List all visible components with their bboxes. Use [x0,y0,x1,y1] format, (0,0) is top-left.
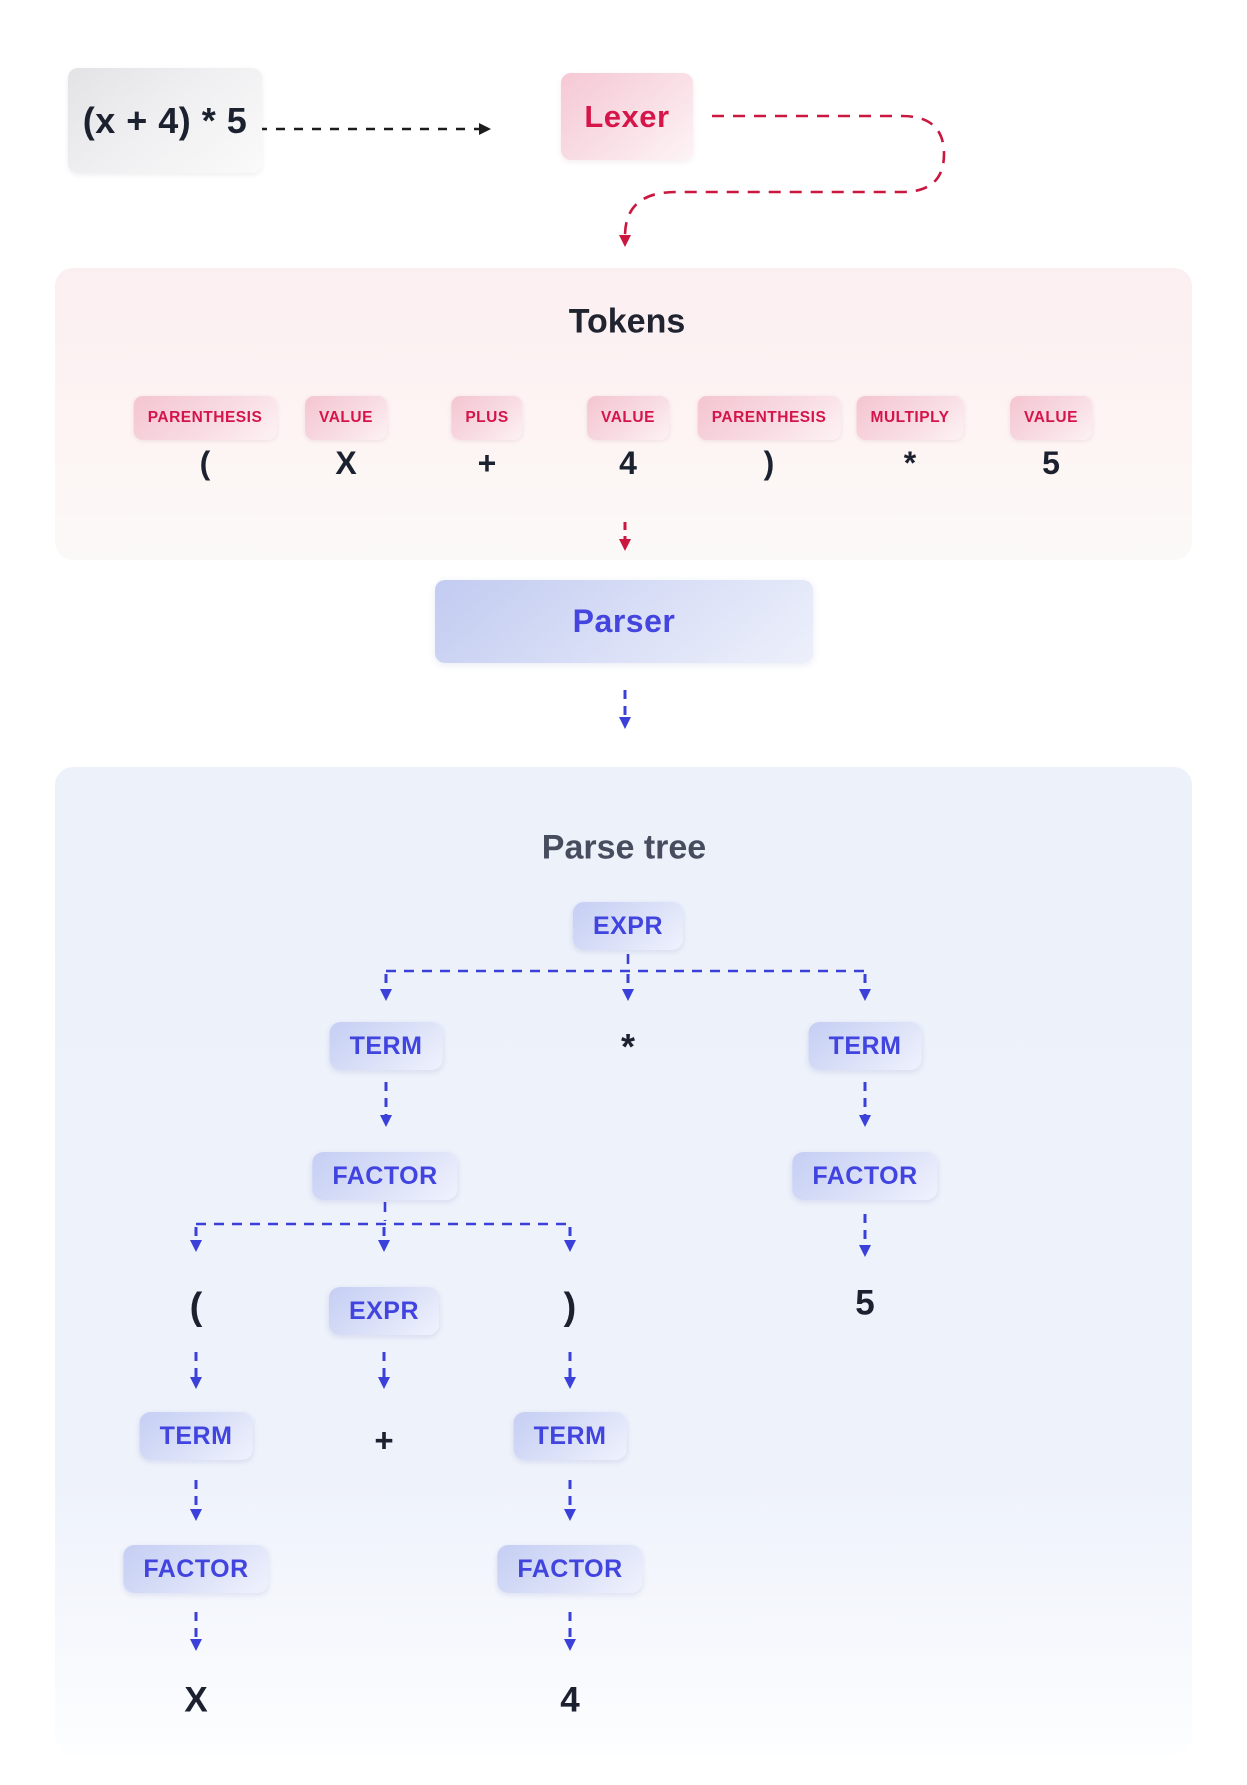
token-symbol-5: 5 [1042,445,1060,481]
token-badge-value-4: VALUE [587,396,669,440]
tree-node-expr-inner: EXPR [328,1287,440,1335]
token-symbol-x: X [335,445,357,481]
tree-sym-open-paren: ( [189,1286,203,1328]
input-expression-text: (x + 4) * 5 [82,99,248,141]
tree-node-factor-inner-right: FACTOR [497,1545,643,1593]
token-symbol-open-paren: ( [199,445,211,481]
token-symbol-4: 4 [619,445,637,481]
tree-leaf-5: 5 [855,1283,875,1323]
tree-leaf-x: X [184,1680,208,1720]
lexer-box: Lexer [561,73,693,160]
token-symbol-plus: + [477,445,497,481]
input-expression-box: (x + 4) * 5 [68,68,262,173]
token-badge-value-5: VALUE [1010,396,1092,440]
token-badge-value-x: VALUE [305,396,387,440]
parser-box: Parser [435,580,813,663]
token-badge-parenthesis-open: PARENTHESIS [133,396,277,440]
token-symbol-asterisk: * [903,445,917,481]
tree-node-factor-left: FACTOR [312,1152,458,1200]
token-symbol-close-paren: ) [763,445,775,481]
tree-node-term-left: TERM [329,1022,443,1070]
tree-leaf-4: 4 [560,1680,580,1720]
tokens-title: Tokens [568,302,686,341]
tree-node-term-right: TERM [808,1022,922,1070]
tree-node-factor-right: FACTOR [792,1152,938,1200]
token-badge-plus: PLUS [451,396,523,440]
lexer-label: Lexer [584,98,670,134]
parser-label: Parser [572,603,676,639]
tree-op-multiply: * [620,1026,636,1067]
tree-node-factor-inner-left: FACTOR [123,1545,269,1593]
tree-node-term-inner-right: TERM [513,1412,627,1460]
tree-node-expr-root: EXPR [572,902,684,950]
token-badge-parenthesis-close: PARENTHESIS [697,396,841,440]
token-badge-multiply: MULTIPLY [856,396,964,440]
parse-tree-title: Parse tree [541,828,707,867]
tree-sym-close-paren: ) [563,1286,577,1328]
tree-node-term-inner-left: TERM [139,1412,253,1460]
tree-op-plus: + [374,1421,394,1459]
